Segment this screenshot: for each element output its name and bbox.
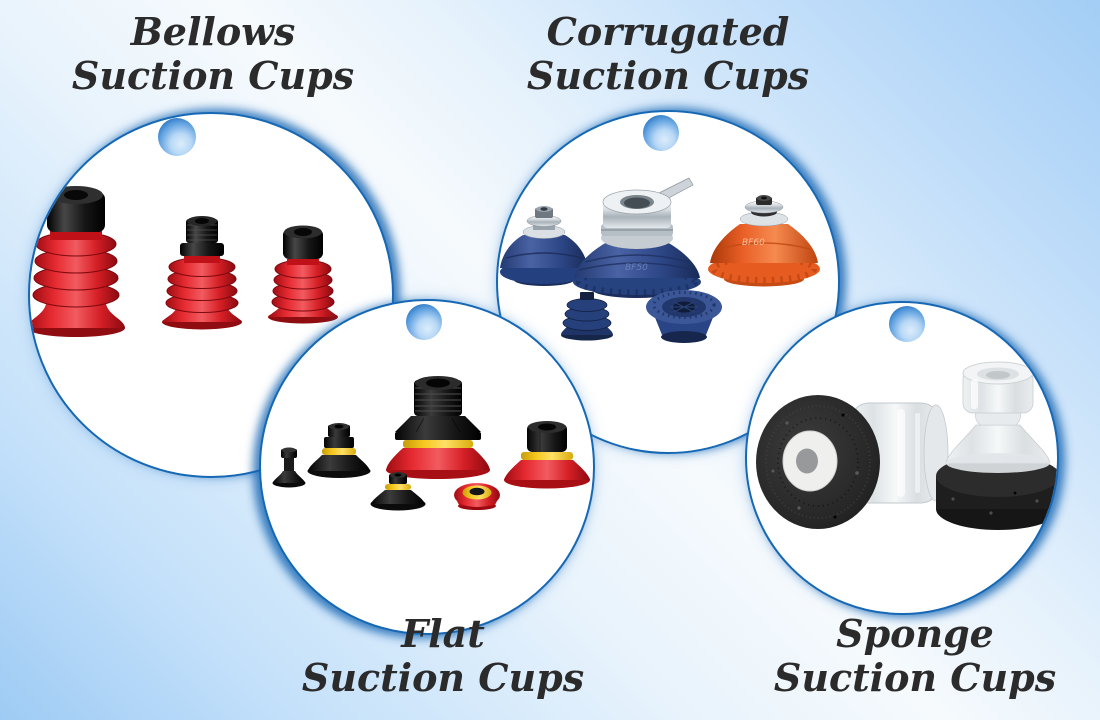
title-line: Suction Cups <box>526 53 810 98</box>
embossed-code: BF50 <box>625 263 648 273</box>
bellows-products-image <box>30 186 338 337</box>
category-title-bellows[interactable]: Bellows Suction Cups <box>3 10 423 98</box>
hang-hole <box>889 306 925 342</box>
category-title-flat[interactable]: Flat Suction Cups <box>233 612 653 700</box>
category-tile-sponge[interactable] <box>745 301 1059 615</box>
sponge-products-image <box>756 361 1057 530</box>
embossed-code: BF60 <box>742 238 765 248</box>
hang-hole <box>158 118 196 156</box>
title-line: Suction Cups <box>71 53 355 98</box>
title-line: Suction Cups <box>301 655 585 700</box>
title-line: Corrugated <box>546 9 790 54</box>
title-line: Flat <box>401 611 485 656</box>
category-tile-bellows[interactable] <box>28 112 394 478</box>
title-line: Suction Cups <box>773 655 1057 700</box>
category-title-sponge[interactable]: Sponge Suction Cups <box>705 612 1100 700</box>
hang-hole <box>643 115 679 151</box>
title-line: Sponge <box>836 611 994 656</box>
corrugated-products-image: BF50 BF60 <box>500 177 820 343</box>
category-title-corrugated[interactable]: Corrugated Suction Cups <box>458 10 878 98</box>
title-line: Bellows <box>130 9 296 54</box>
hang-hole <box>406 304 442 340</box>
category-tile-flat[interactable] <box>259 299 595 635</box>
flat-products-image <box>272 376 590 511</box>
